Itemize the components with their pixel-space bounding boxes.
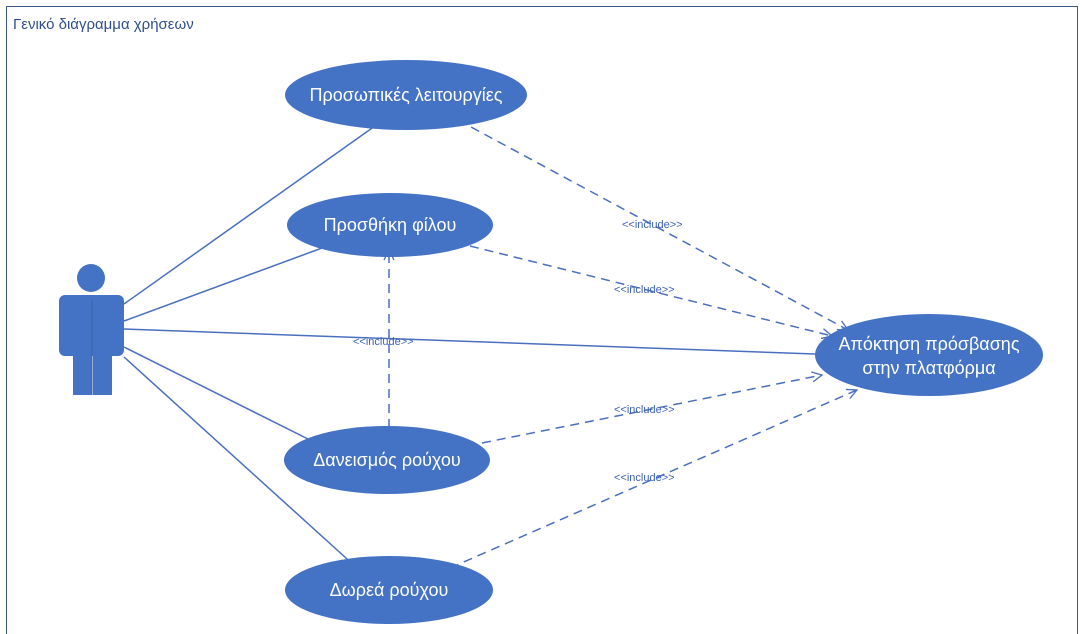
include-label: <<include>> bbox=[614, 404, 675, 416]
include-label: <<include>> bbox=[614, 472, 675, 484]
use-case-platform-access[interactable]: Απόκτηση πρόσβασης στην πλατφόρμα bbox=[815, 314, 1043, 396]
association-add-friend bbox=[123, 247, 323, 322]
use-case-label: Δανεισμός ρούχου bbox=[313, 450, 461, 470]
include-arrow-lending-to-access bbox=[481, 375, 822, 444]
use-case-add-friend[interactable]: Προσθήκη φίλου bbox=[287, 193, 493, 257]
association-donation bbox=[123, 356, 358, 569]
use-case-clothing-donation[interactable]: Δωρεά ρούχου bbox=[285, 556, 493, 624]
use-case-label: Προσθήκη φίλου bbox=[324, 215, 457, 235]
diagram-title: Γενικό διάγραμμα χρήσεων bbox=[13, 16, 194, 33]
include-arrow-add-friend bbox=[469, 245, 832, 336]
use-case-label: Απόκτηση πρόσβασης bbox=[838, 334, 1019, 354]
use-case-personal-functions[interactable]: Προσωπικές λειτουργίες bbox=[285, 60, 527, 130]
association-lending bbox=[123, 346, 311, 441]
actor-person-icon bbox=[59, 264, 124, 395]
use-case-clothing-lending[interactable]: Δανεισμός ρούχου bbox=[284, 426, 490, 494]
use-case-label: Δωρεά ρούχου bbox=[330, 580, 449, 600]
association-personal bbox=[123, 125, 376, 305]
use-case-label: Προσωπικές λειτουργίες bbox=[310, 85, 503, 105]
include-label: <<include>> bbox=[353, 336, 414, 348]
use-case-label: στην πλατφόρμα bbox=[862, 358, 995, 378]
diagram-frame bbox=[6, 6, 1078, 634]
association-access bbox=[123, 328, 816, 355]
include-label: <<include>> bbox=[622, 219, 683, 231]
include-label: <<include>> bbox=[614, 284, 675, 296]
